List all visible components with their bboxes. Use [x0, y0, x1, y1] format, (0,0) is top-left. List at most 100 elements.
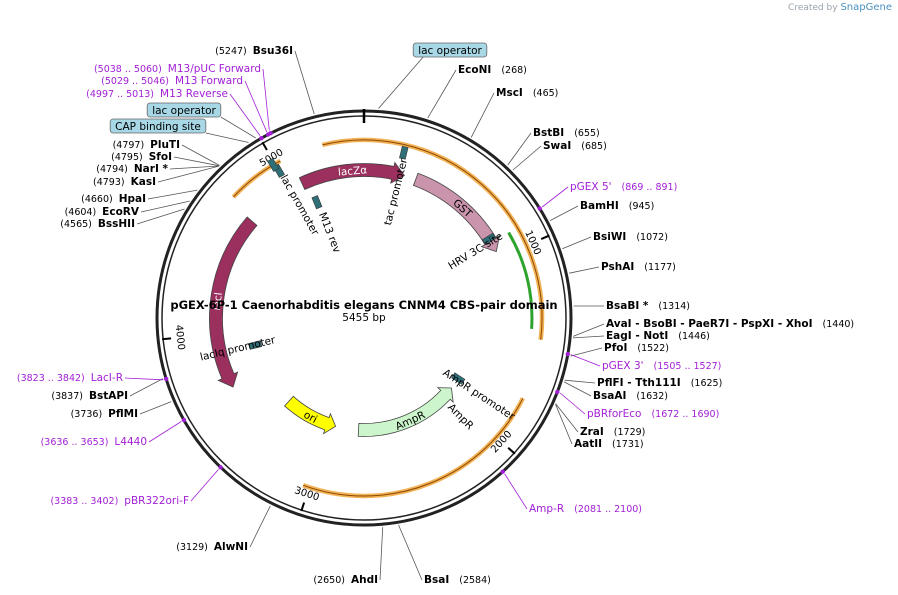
primer-mark — [537, 206, 542, 211]
credit-brand: SnapGene — [840, 2, 892, 13]
enzyme-leader — [427, 69, 457, 119]
primer-leader — [541, 186, 569, 208]
primer-range: (1672 .. 1690) — [651, 409, 719, 420]
credit-prefix: Created by — [788, 3, 838, 13]
enzyme-name: AhdI — [351, 574, 378, 586]
enzyme-position: (4797) — [113, 140, 145, 151]
boxed-label-leader — [378, 56, 424, 109]
primer-leader — [229, 93, 261, 136]
feature-laci — [209, 216, 258, 388]
site-marker — [451, 372, 466, 385]
scale-tick — [261, 141, 268, 151]
enzyme-name: BstBI — [533, 127, 564, 139]
boxed-label-text: lac operator — [418, 45, 482, 57]
enzyme-name: MscI — [496, 87, 523, 99]
enzyme-position: (1632) — [636, 391, 668, 402]
enzyme-position: (2650) — [313, 575, 345, 586]
enzyme-name: PluTI — [150, 139, 180, 151]
primer-name: pBRforEco — [587, 408, 641, 420]
enzyme-leader — [555, 403, 579, 433]
boxed-label — [146, 102, 222, 118]
plasmid-length: 5455 bp — [342, 312, 386, 324]
primer-range: (3383 .. 3402) — [50, 496, 118, 507]
enzyme-position: (4604) — [65, 207, 97, 218]
primer-leader — [124, 377, 164, 381]
primer-leader — [262, 68, 270, 131]
enzyme-position: (4660) — [81, 194, 113, 205]
enzyme-leader — [569, 266, 600, 274]
primer-range: (869 .. 891) — [622, 182, 678, 193]
primer-leader — [504, 473, 528, 510]
enzyme-position: (4794) — [96, 164, 128, 175]
enzyme-leader — [181, 144, 220, 166]
enzyme-position: (3837) — [51, 391, 83, 402]
enzyme-position: (1446) — [678, 331, 710, 342]
enzyme-position: (4565) — [60, 219, 92, 230]
enzyme-name: NarI * — [134, 163, 169, 175]
enzyme-name: KasI — [131, 176, 156, 188]
scale-tick — [162, 337, 172, 341]
enzyme-name: AlwNI — [214, 541, 248, 553]
feature-ampr — [357, 387, 454, 437]
primer-range: (5029 .. 5046) — [101, 76, 169, 87]
feature-side-label: AmpR — [445, 401, 476, 432]
feature-label: ori — [301, 409, 319, 426]
enzyme-position: (2584) — [459, 575, 491, 586]
enzyme-position: (1314) — [658, 301, 690, 312]
primer-range: (3636 .. 3653) — [41, 437, 109, 448]
primer-name: L4440 — [114, 436, 147, 448]
orange-arc-core — [233, 160, 281, 198]
primer-mark — [565, 351, 570, 357]
boxed-label-text: lac operator — [152, 105, 216, 117]
enzyme-name: PshAI — [601, 261, 634, 273]
plasmid-title: pGEX-6P-1 Caenorhabditis elegans CNNM4 C… — [170, 298, 557, 312]
enzyme-leader — [140, 200, 190, 213]
enzyme-name: EcoNI — [458, 64, 491, 76]
enzyme-leader — [147, 189, 198, 200]
primer-leader — [244, 80, 268, 133]
enzyme-position: (685) — [581, 141, 607, 152]
enzyme-position: (5247) — [215, 46, 247, 57]
primer-name: pBR322ori-F — [124, 495, 189, 507]
enzyme-leader — [564, 379, 596, 384]
enzyme-name: PflMI — [108, 408, 138, 420]
boxed-label-text: CAP binding site — [115, 121, 201, 133]
enzyme-leader — [249, 505, 271, 548]
feature-gst — [412, 172, 501, 253]
scale-tick-label: 4000 — [173, 324, 187, 350]
enzyme-name: Bsu36I — [253, 45, 293, 57]
site-marker — [482, 232, 497, 246]
enzyme-leader — [573, 335, 605, 339]
enzyme-leader — [563, 381, 592, 397]
orange-arc-layer — [231, 137, 545, 499]
enzyme-position: (1731) — [612, 439, 644, 450]
enzyme-name: BssHII — [98, 218, 135, 230]
primer-mark — [259, 136, 264, 141]
site-marker — [399, 145, 409, 160]
primer-range: (5038 .. 5060) — [94, 64, 162, 75]
enzyme-position: (1522) — [637, 343, 669, 354]
enzyme-leader — [549, 205, 579, 221]
primer-name: LacI-R — [91, 372, 123, 384]
enzyme-leader — [379, 527, 384, 581]
feature-laczα — [298, 161, 405, 191]
primer-name: M13 Reverse — [160, 88, 228, 100]
enzyme-leader — [398, 524, 423, 581]
feature-label: lacZα — [338, 164, 368, 178]
feature-side-label: M13 rev — [316, 211, 343, 255]
enzyme-name: BsaAI — [593, 390, 626, 402]
enzyme-position: (945) — [629, 201, 655, 212]
credit-watermark: Created by SnapGene — [788, 2, 892, 13]
primer-mark — [164, 376, 169, 382]
enzyme-position: (4795) — [111, 152, 143, 163]
enzyme-name: BstAPI — [89, 390, 128, 402]
enzyme-leader — [169, 165, 220, 170]
enzyme-name: EcoRV — [102, 206, 140, 218]
primer-name: pGEX 3' — [602, 360, 644, 372]
enzyme-leader — [555, 404, 573, 445]
enzyme-name: PfoI — [604, 342, 627, 354]
enzyme-position: (1177) — [644, 262, 676, 273]
label-layer: EcoNI(268)MscI(465)BstBI(655)SwaI(685)Ba… — [17, 42, 854, 586]
enzyme-position: (1729) — [614, 427, 646, 438]
